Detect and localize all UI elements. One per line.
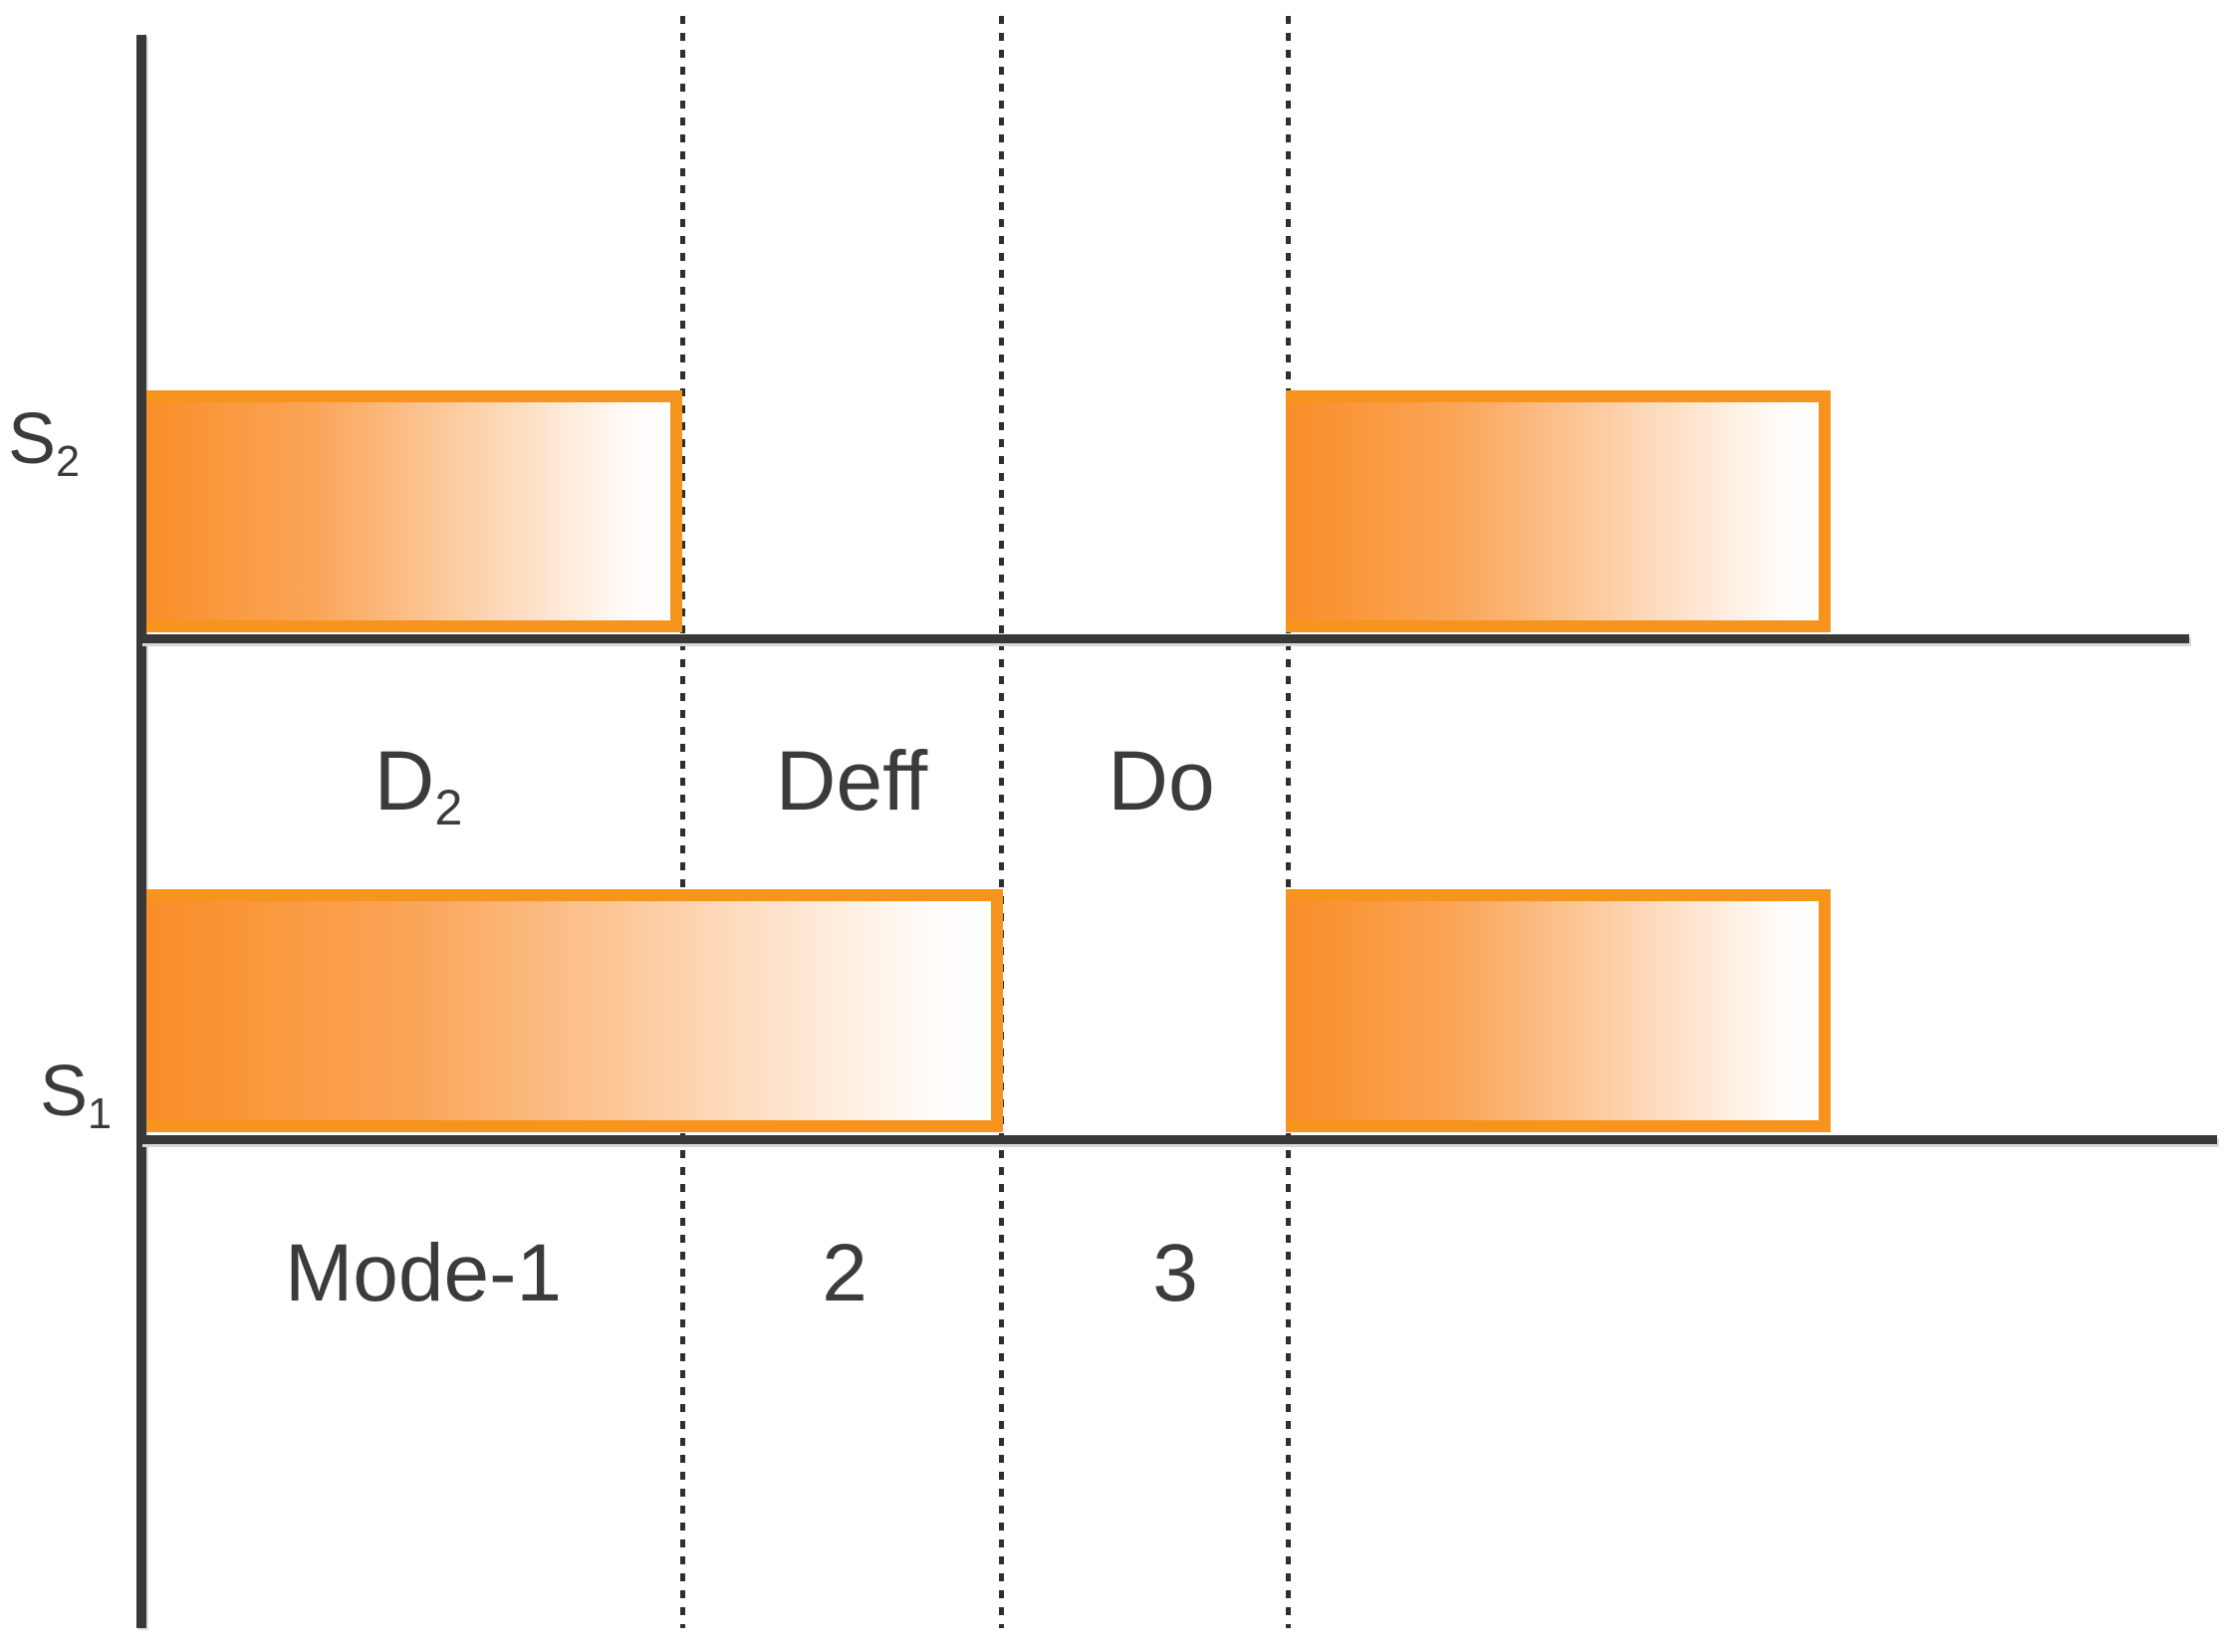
d2-label-subscript: 2 xyxy=(434,779,463,836)
s2-signal-label: S2 xyxy=(8,403,80,484)
s1-pulse-1 xyxy=(146,889,1003,1132)
s2-baseline xyxy=(140,634,2189,643)
s2-pulse-2 xyxy=(1286,390,1831,632)
s2-label-subscript: 2 xyxy=(56,437,81,486)
interval-label-do: Do xyxy=(1108,734,1215,827)
mode-label-3: 3 xyxy=(1152,1228,1198,1318)
s1-label-subscript: 1 xyxy=(88,1089,113,1138)
s2-pulse-1 xyxy=(146,390,682,632)
interval-label-deff: Deff xyxy=(775,734,928,827)
s1-label-base: S xyxy=(40,1052,89,1131)
vertical-axis xyxy=(136,35,146,1628)
mode-label-1: Mode-1 xyxy=(284,1228,563,1318)
mode-boundary-2 xyxy=(999,16,1004,1628)
mode-label-2: 2 xyxy=(822,1228,867,1318)
s1-baseline xyxy=(140,1135,2217,1144)
mode-boundary-1 xyxy=(680,16,685,1628)
interval-label-d2: D2 xyxy=(279,739,558,833)
mode-boundary-3 xyxy=(1286,16,1291,1628)
s1-pulse-2 xyxy=(1286,889,1831,1132)
s1-signal-label: S1 xyxy=(40,1056,112,1136)
d2-label-base: D xyxy=(373,734,435,827)
s2-label-base: S xyxy=(8,399,57,479)
